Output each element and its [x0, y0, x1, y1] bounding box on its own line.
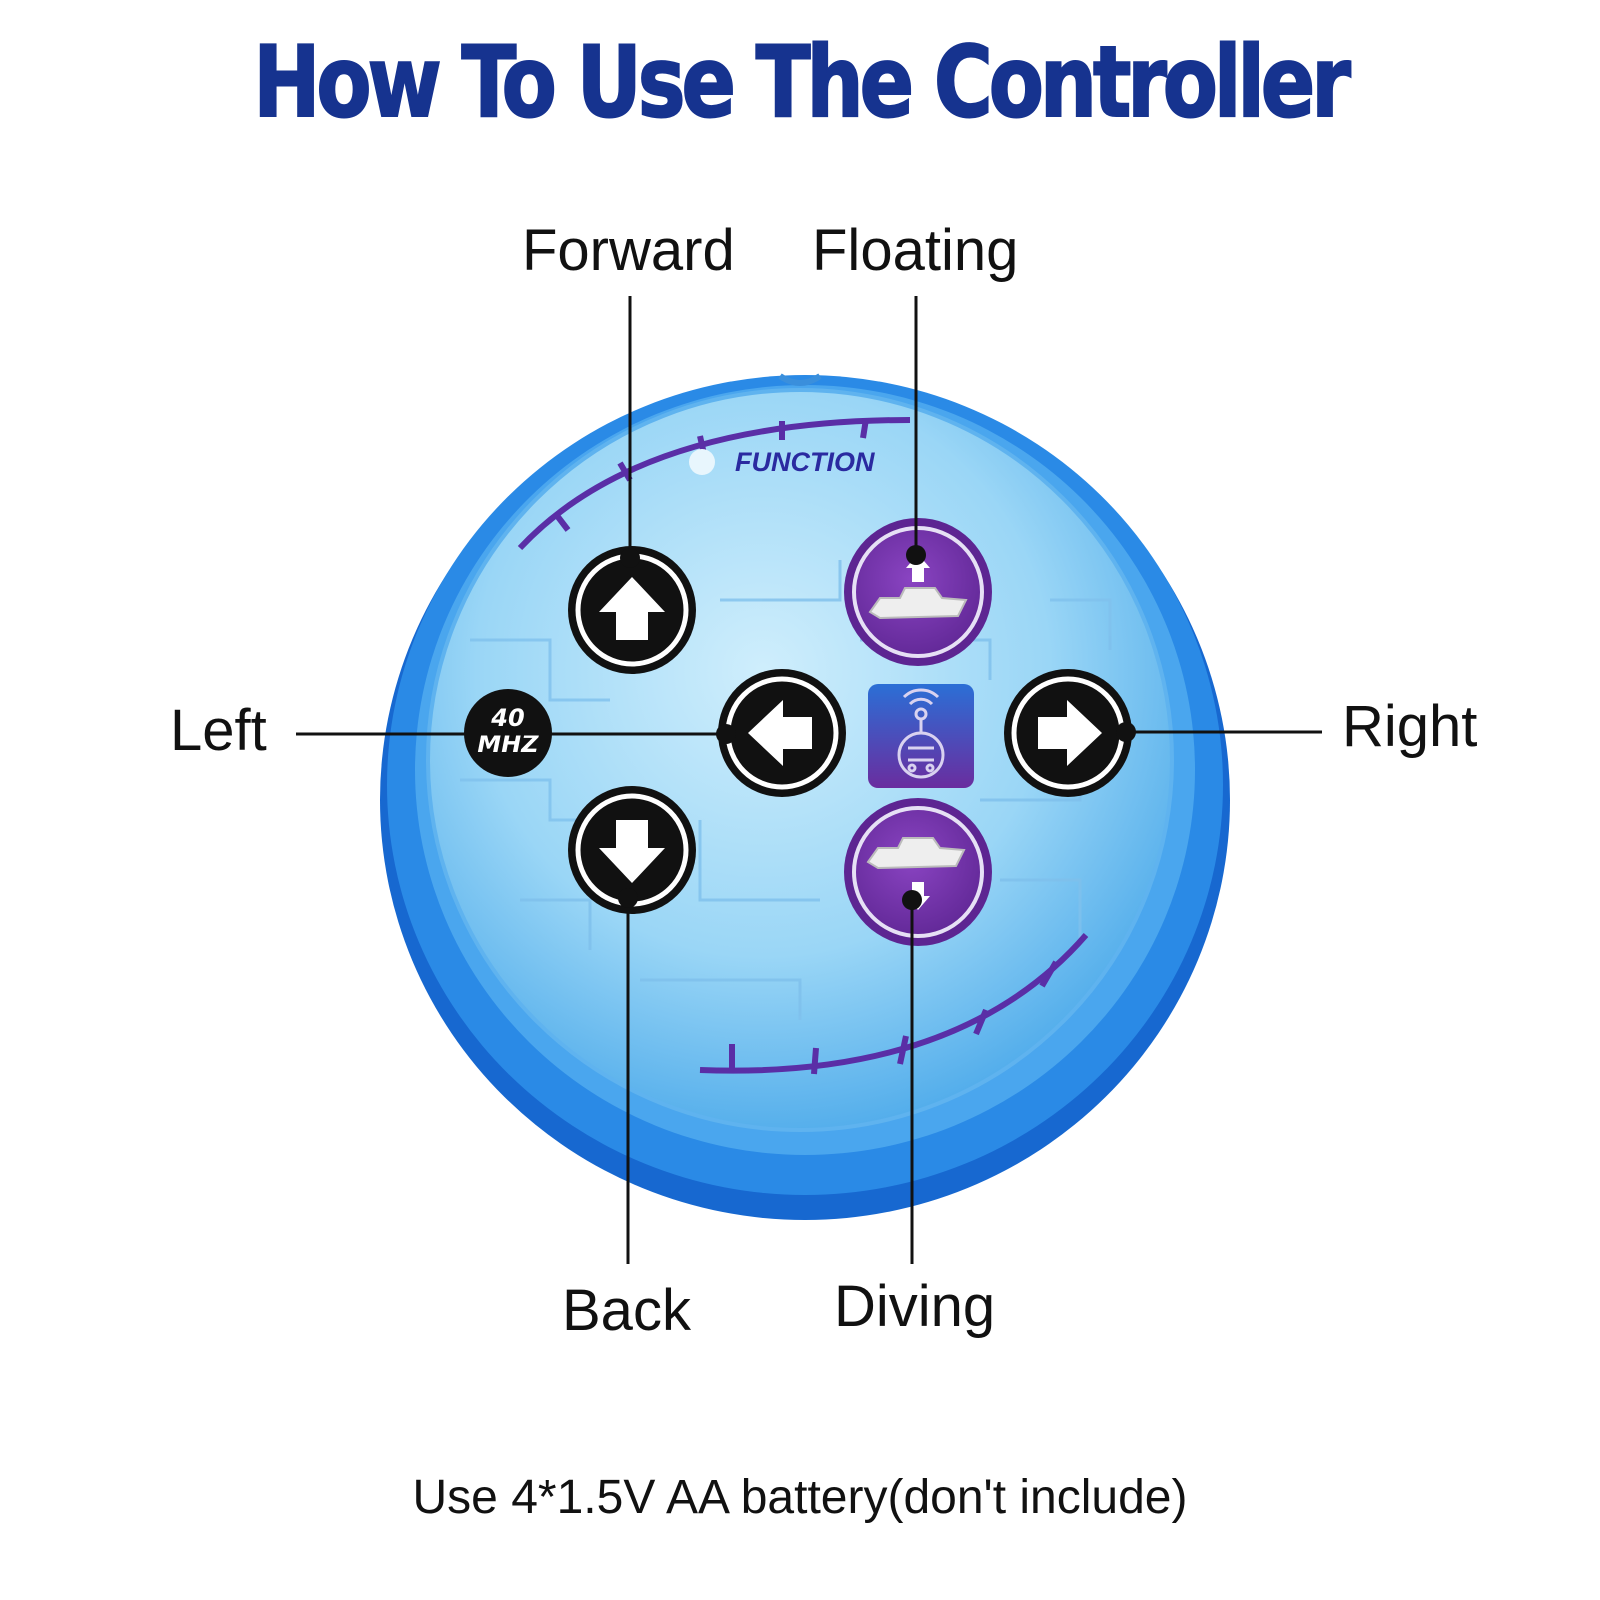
page-title: How To Use The Controller [252, 25, 1351, 141]
arrow-down-icon [599, 820, 665, 883]
gauge-arc-top [517, 417, 911, 551]
function-button[interactable] [868, 684, 974, 788]
arrow-up-icon [599, 577, 665, 640]
leader-dots [618, 545, 1136, 910]
label-back: Back [562, 1278, 691, 1343]
circuit-traces [460, 560, 1112, 1020]
floating-button[interactable] [844, 518, 992, 666]
right-button[interactable] [1004, 669, 1132, 797]
label-diving: Diving [834, 1274, 996, 1339]
frequency-value: 40 [490, 704, 524, 732]
arrow-right-icon [1038, 700, 1102, 766]
label-floating: Floating [812, 218, 1019, 283]
battery-note: Use 4*1.5V AA battery(don't include) [412, 1471, 1188, 1524]
leader-lines [296, 296, 1322, 1264]
label-forward: Forward [522, 218, 735, 283]
arrow-left-icon [748, 700, 812, 766]
boat-icon [866, 837, 966, 870]
diving-button[interactable] [844, 798, 992, 946]
label-left: Left [170, 698, 267, 763]
indicator-led [689, 449, 715, 475]
function-label: FUNCTION [735, 447, 875, 477]
shell-notch [778, 373, 822, 386]
boat-icon [868, 587, 968, 620]
label-right: Right [1342, 694, 1478, 759]
left-button[interactable] [718, 669, 846, 797]
gauge-arc-bottom [699, 933, 1089, 1075]
antenna-icon [897, 688, 945, 779]
controller-body: FUNCTION 40 MHZ [380, 373, 1230, 1220]
